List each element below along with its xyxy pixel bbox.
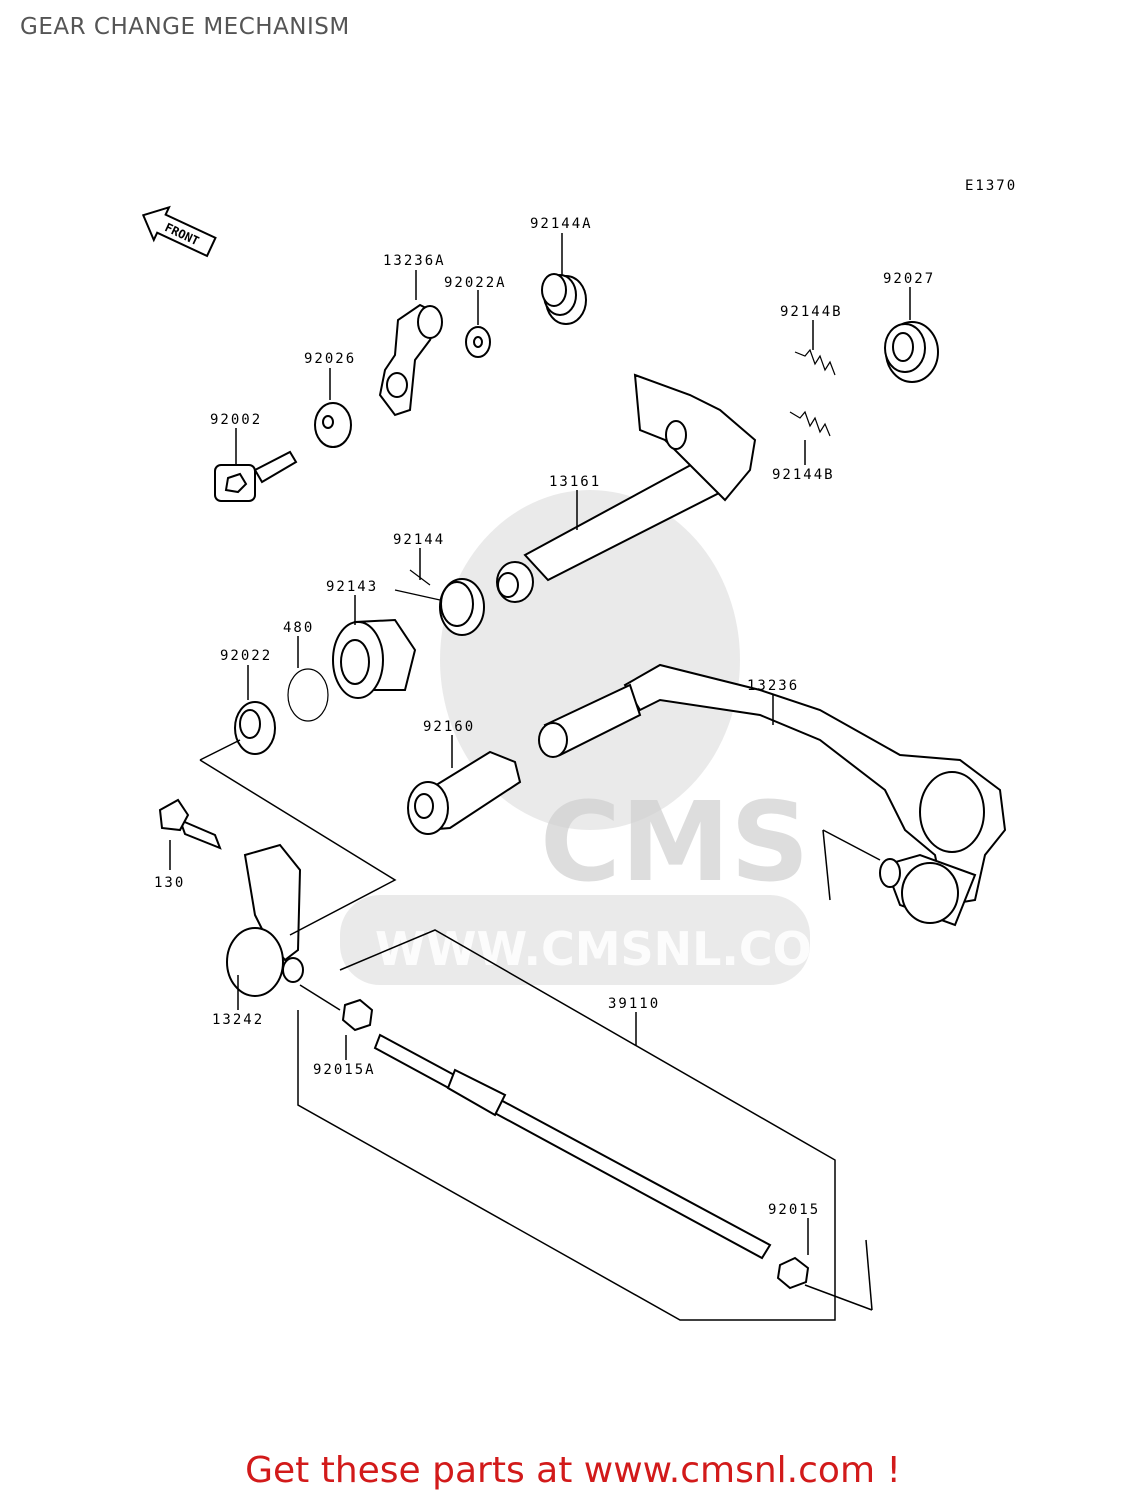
label-13236: 13236 (747, 678, 799, 694)
label-13236a: 13236A (383, 253, 446, 269)
part-92022-drawing (234, 701, 276, 755)
part-92143-drawing (332, 618, 417, 699)
part-130-drawing (158, 798, 222, 850)
parts-diagram: CMS WWW.CMSNL.COM E1370 FRONT (141, 178, 1017, 1321)
label-92026: 92026 (304, 351, 356, 367)
cta-link[interactable]: Get these parts at www.cmsnl.com ! (245, 1450, 901, 1491)
part-labels: 13236A 92022A 92144A 92027 92144B 92026 … (154, 216, 935, 1218)
label-92143: 92143 (326, 579, 378, 595)
part-13242-drawing (226, 843, 304, 997)
leader-lines (169, 233, 911, 1321)
part-92015a-drawing (341, 998, 374, 1032)
part-92026-drawing (314, 402, 352, 448)
part-13161-drawing (496, 373, 757, 603)
label-130: 130 (154, 875, 185, 891)
label-13242: 13242 (212, 1012, 264, 1028)
part-92144a-drawing (541, 273, 587, 325)
label-92022a: 92022A (444, 275, 507, 291)
label-480: 480 (283, 620, 314, 636)
part-92027-drawing (884, 321, 939, 383)
part-92022a-drawing (465, 326, 491, 358)
label-92144b-lower: 92144B (772, 467, 835, 483)
part-39110-drawing (373, 1033, 772, 1260)
part-92002-drawing (214, 450, 298, 502)
label-13161: 13161 (549, 474, 601, 490)
label-92002: 92002 (210, 412, 262, 428)
part-13236-drawing (538, 663, 1007, 927)
part-92144b-drawing-upper (794, 348, 836, 376)
label-92144b-upper: 92144B (780, 304, 843, 320)
part-92144-drawing (394, 569, 485, 636)
part-92160-drawing (407, 750, 522, 835)
label-39110: 39110 (608, 996, 660, 1012)
label-92144: 92144 (393, 532, 445, 548)
page-title: GEAR CHANGE MECHANISM (20, 14, 350, 40)
watermark: CMS WWW.CMSNL.COM (340, 490, 858, 985)
part-13236a-drawing (378, 303, 443, 417)
diagram-code: E1370 (965, 178, 1017, 194)
label-92027: 92027 (883, 271, 935, 287)
watermark-url: WWW.CMSNL.COM (375, 922, 858, 976)
label-92160: 92160 (423, 719, 475, 735)
part-92144b-drawing-lower (789, 410, 831, 437)
front-arrow: FRONT (141, 205, 217, 258)
part-92015-drawing (776, 1256, 810, 1290)
label-92022: 92022 (220, 648, 272, 664)
part-480-drawing (287, 668, 329, 722)
label-92015: 92015 (768, 1202, 820, 1218)
watermark-brand: CMS (540, 778, 809, 906)
label-92144a: 92144A (530, 216, 593, 232)
label-92015a: 92015A (313, 1062, 376, 1078)
